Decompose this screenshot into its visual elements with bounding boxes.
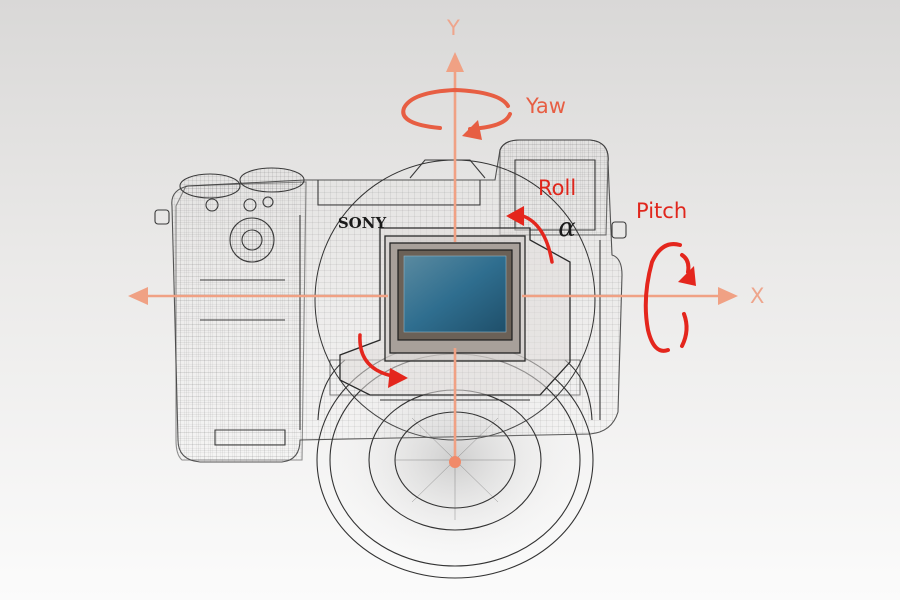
roll-arrowhead-upper-icon xyxy=(506,206,524,226)
pitch-label: Pitch xyxy=(636,199,688,223)
pitch-arrowhead-icon xyxy=(678,266,696,286)
x-axis-label: X xyxy=(750,284,765,308)
y-arrowhead-icon xyxy=(446,52,464,72)
axes xyxy=(145,68,722,462)
yaw-rotation-arrow xyxy=(401,87,512,131)
roll-arrowhead-lower-icon xyxy=(388,368,408,388)
x-right-arrowhead-icon xyxy=(718,287,738,305)
yaw-label: Yaw xyxy=(526,94,566,118)
yaw-arrowhead-icon xyxy=(462,120,482,140)
x-left-arrowhead-icon xyxy=(128,287,148,305)
image-sensor xyxy=(397,249,513,341)
alpha-logo: α xyxy=(558,213,576,243)
y-axis-label: Y xyxy=(447,16,460,40)
y-origin-dot xyxy=(449,456,461,468)
roll-label: Roll xyxy=(538,176,577,200)
brand-logo: SONY xyxy=(338,214,387,232)
axis-arrowheads xyxy=(128,52,738,468)
pitch-rotation-arrow xyxy=(643,242,691,353)
roll-rotation-arrow-lower xyxy=(358,333,394,378)
